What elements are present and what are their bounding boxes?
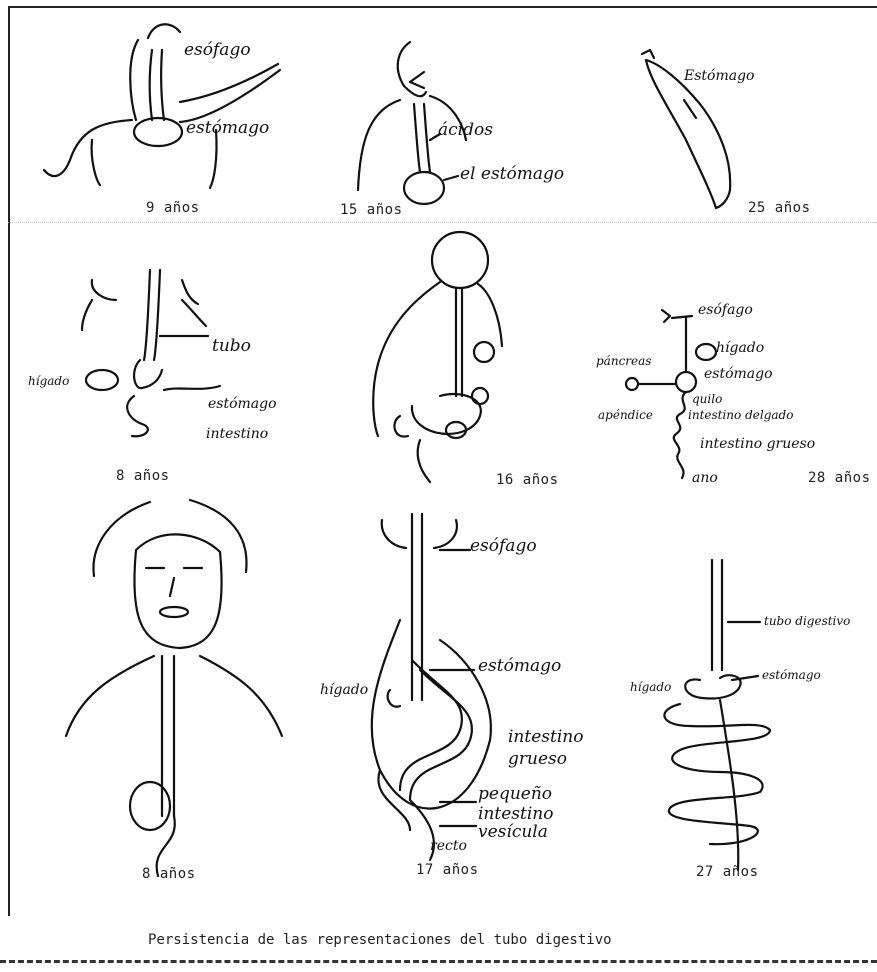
drawing-28-anos: esófago hígado páncreas estómago apéndic… (598, 296, 877, 496)
label-ano: ano (692, 470, 718, 486)
frame-left-border (8, 6, 10, 916)
label-estomago: estómago (208, 396, 277, 412)
label-higado: hígado (28, 374, 69, 388)
age-label: 25 años (748, 200, 811, 216)
frame-top-border (8, 6, 877, 8)
age-label: 8 años (142, 866, 196, 882)
figure-caption: Persistencia de las representaciones del… (148, 932, 612, 948)
label-recto: recto (430, 838, 467, 854)
age-label: 8 años (116, 468, 170, 484)
label-intestino-delgado: intestino delgado (688, 408, 793, 422)
sketch-28-anos (598, 296, 877, 496)
label-intestino-grueso: intestino grueso (508, 726, 604, 770)
row-divider (8, 222, 877, 223)
label-higado: hígado (320, 682, 368, 698)
age-label: 15 años (340, 202, 403, 218)
drawing-27-anos: tubo digestivo estómago hígado 27 años (620, 560, 877, 890)
sketch-25-anos (620, 40, 860, 220)
drawing-8-anos-b: 8 años (50, 496, 310, 886)
sketch-8-anos-b (50, 496, 310, 886)
label-esofago: esófago (184, 40, 251, 60)
drawing-9-anos: esófago estómago 9 años (30, 10, 300, 220)
label-el-estomago: el estómago (460, 164, 564, 184)
label-estomago: estómago (762, 668, 821, 682)
sketch-27-anos (620, 560, 877, 890)
label-higado: hígado (630, 680, 671, 694)
label-higado: hígado (716, 340, 764, 356)
label-quilo: quilo (692, 392, 722, 406)
label-tubo-digestivo: tubo digestivo (764, 614, 850, 628)
sketch-16-anos (360, 226, 590, 486)
label-esofago: esófago (698, 302, 753, 318)
drawing-25-anos: Estómago 25 años (620, 40, 860, 220)
label-estomago: Estómago (684, 68, 754, 84)
age-label: 28 años (808, 470, 871, 486)
label-esofago: esófago (470, 536, 537, 556)
label-pancreas: páncreas (596, 354, 651, 368)
frame-bottom-border (0, 960, 877, 963)
label-apendice: apéndice (598, 408, 653, 422)
label-pequeno-intestino: pequeño intestino (478, 784, 598, 824)
label-intestino-grueso: intestino grueso (700, 436, 815, 452)
age-label: 27 años (696, 864, 759, 880)
age-label: 9 años (146, 200, 200, 216)
drawing-16-anos: 16 años (360, 226, 590, 486)
label-estomago: estómago (478, 656, 561, 676)
label-estomago: estómago (186, 118, 269, 138)
age-label: 16 años (496, 472, 559, 488)
label-estomago: estómago (704, 366, 773, 382)
label-intestino: intestino (206, 426, 268, 442)
drawing-17-anos: esófago estómago hígado intestino grueso… (320, 500, 610, 890)
label-tubo: tubo (212, 336, 251, 356)
label-acidos: ácidos (438, 120, 493, 140)
sketch-9-anos (30, 10, 300, 220)
sketch-8-anos-a (30, 260, 300, 480)
drawing-15-anos: ácidos el estómago 15 años (330, 30, 590, 220)
label-vesicula: vesícula (478, 822, 548, 842)
age-label: 17 años (416, 862, 479, 878)
drawing-8-anos-a: tubo hígado estómago intestino 8 años (30, 260, 300, 480)
